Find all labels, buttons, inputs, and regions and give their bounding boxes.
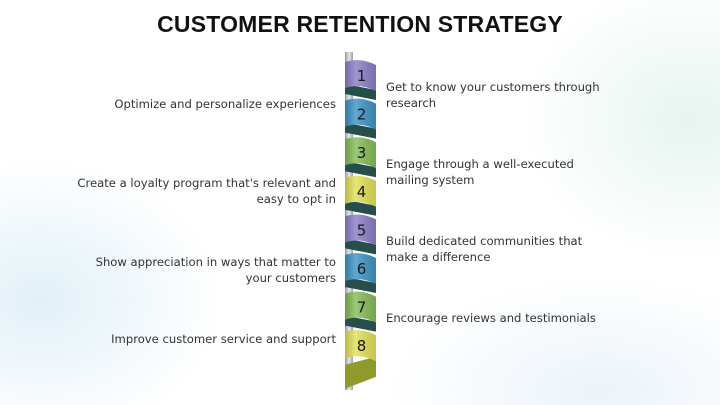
ribbon-twist: [345, 277, 376, 293]
ribbon-band-3: [345, 137, 376, 169]
ribbon-twist: [345, 238, 376, 255]
step-7-text: Encourage reviews and testimonials: [386, 311, 596, 325]
ribbon-band-6: [345, 253, 376, 284]
step-4-text: Create a loyalty program that's relevant…: [77, 176, 336, 206]
step-5-text: Build dedicated communities that make a …: [386, 234, 583, 264]
step-number-7: 7: [357, 299, 367, 317]
ribbon-band-2: [345, 98, 376, 130]
ribbon-twist: [345, 199, 376, 216]
ribbon-band-7: [345, 291, 376, 323]
step-number-8: 8: [357, 337, 367, 355]
step-number-3: 3: [357, 144, 367, 162]
ribbon-band-1: [345, 60, 376, 91]
ribbon-tail: [345, 356, 376, 389]
step-number-1: 1: [357, 67, 367, 85]
ribbon-twist: [345, 315, 376, 332]
ribbon-twist: [345, 161, 376, 178]
step-3-text: Engage through a well-executed mailing s…: [386, 157, 574, 187]
step-number-2: 2: [357, 106, 367, 124]
ribbon-band-5: [345, 214, 376, 246]
step-6-text: Show appreciation in ways that matter to…: [95, 255, 336, 285]
step-number-5: 5: [357, 221, 367, 239]
step-number-6: 6: [357, 260, 367, 278]
slide-title: CUSTOMER RETENTION STRATEGY: [157, 11, 563, 37]
step-1-text: Get to know your customers through resea…: [386, 80, 600, 110]
ribbon-band-8: [345, 330, 376, 362]
ribbon-twist: [345, 84, 376, 100]
step-number-4: 4: [357, 183, 367, 201]
ribbon-twist: [345, 122, 376, 139]
step-2-text: Optimize and personalize experiences: [114, 97, 336, 111]
ribbon-band-4: [345, 175, 376, 207]
step-8-text: Improve customer service and support: [111, 332, 336, 346]
